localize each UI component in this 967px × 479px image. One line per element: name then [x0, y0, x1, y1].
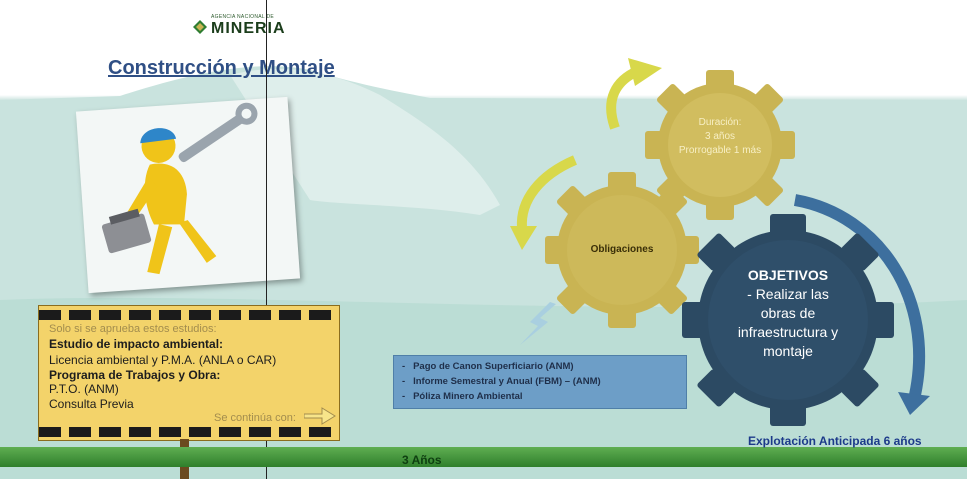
- gear-obligations: [545, 172, 699, 328]
- worker-figure: [101, 102, 258, 275]
- sign-line-5: Consulta Previa: [49, 397, 134, 411]
- logo-agency-text: AGENCIA NACIONAL DE: [211, 14, 275, 20]
- curved-arrow-right-head: [898, 392, 930, 415]
- divider-line: [266, 0, 267, 479]
- sign-stripe-top: [39, 310, 339, 320]
- timeline-bar: [0, 447, 967, 467]
- worker-illustration: [75, 96, 301, 294]
- sign-line-3: Programa de Trabajos y Obra:: [49, 368, 221, 382]
- sign-line-4: P.T.O. (ANM): [49, 382, 119, 396]
- gear-duration-line1: 3 años: [704, 131, 736, 142]
- obligation-item-3: - Póliza Minero Ambiental: [402, 391, 523, 402]
- sign-faded-footer: Se continúa con:: [214, 412, 296, 424]
- obligations-list: - Pago de Canon Superficiario (ANM) - In…: [393, 355, 687, 409]
- gear-objectives-line2: obras de: [760, 305, 816, 321]
- sign-faded-heading: Solo si se aprueba estos estudios:: [49, 323, 217, 335]
- timeline-right-label: Explotación Anticipada 6 años: [748, 434, 922, 448]
- curved-arrow-left: [516, 155, 578, 229]
- sign-stripe-bottom: [39, 427, 339, 437]
- curved-arrow-right: [793, 194, 926, 397]
- gear-obligations-label: Obligaciones: [590, 244, 654, 255]
- gear-objectives-line1: - Realizar las: [747, 286, 829, 302]
- gear-objectives-text: OBJETIVOS - Realizar las obras de infrae…: [713, 266, 863, 361]
- agency-logo: AGENCIA NACIONAL DE MINERIA: [193, 14, 303, 40]
- gear-objectives: [682, 214, 894, 426]
- gear-objectives-title: OBJETIVOS: [747, 267, 829, 283]
- gear-duration-text: Duración: 3 años Prorrogable 1 más: [660, 116, 780, 158]
- logo-name-text: MINERIA: [211, 20, 286, 37]
- arrow-right-icon: [304, 407, 336, 425]
- timeline-label: 3 Años: [402, 453, 442, 467]
- requirements-sign: Solo si se aprueba estos estudios: Estud…: [38, 305, 340, 441]
- page-title: Construcción y Montaje: [108, 57, 335, 79]
- gear-objectives-line4: montaje: [763, 343, 813, 359]
- logo-icon: [193, 20, 207, 34]
- sign-line-2: Licencia ambiental y P.M.A. (ANLA o CAR): [49, 353, 277, 367]
- obligation-item-1: - Pago de Canon Superficiario (ANM): [402, 361, 574, 372]
- gear-duration-line2: Prorrogable 1 más: [678, 145, 762, 156]
- gear-objectives-line3: infraestructura y: [737, 324, 839, 340]
- curved-arrow-top-head: [628, 58, 662, 86]
- obligation-item-2: - Informe Semestral y Anual (FBM) – (ANM…: [402, 376, 601, 387]
- pointer-arrow: [520, 302, 556, 345]
- curved-arrow-left-head: [510, 226, 537, 250]
- gear-duration-title: Duración:: [698, 117, 742, 128]
- sign-line-1: Estudio de impacto ambiental:: [49, 337, 224, 351]
